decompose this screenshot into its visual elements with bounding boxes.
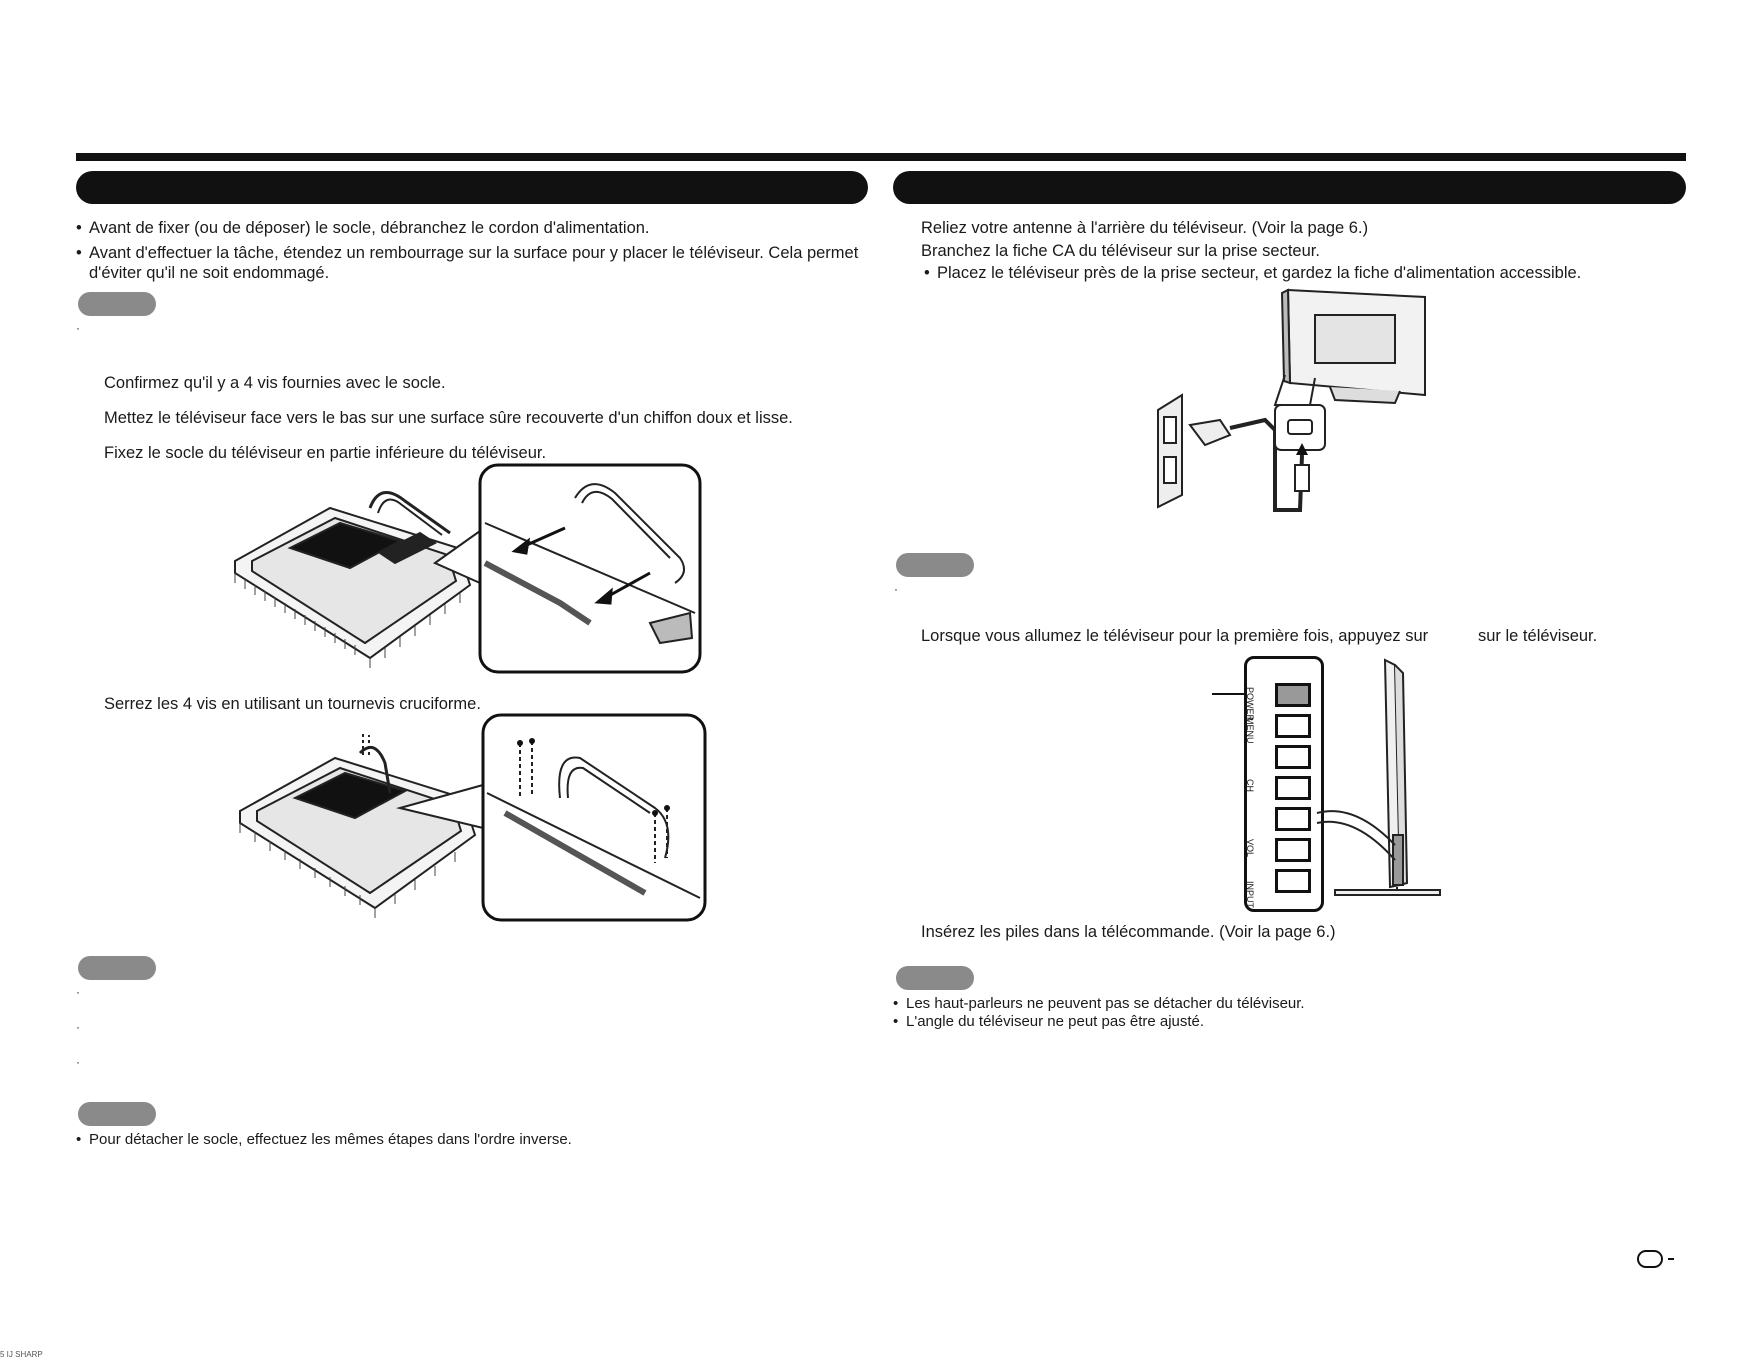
menu-button[interactable] <box>1275 714 1311 738</box>
step-4: Serrez les 4 vis en utilisant un tournev… <box>104 695 481 713</box>
label-power: POWER <box>1245 687 1255 722</box>
note-dot: · <box>76 321 80 335</box>
ch-up-button[interactable] <box>1275 776 1311 800</box>
vol-up-button[interactable] <box>1275 838 1311 862</box>
step-antenna: Reliez votre antenne à l'arrière du télé… <box>921 219 1369 237</box>
power-pointer-line <box>1212 693 1246 695</box>
note-badge-bottom <box>78 1102 156 1126</box>
label-ch: CH <box>1245 779 1255 792</box>
step-batteries: Insérez les piles dans la télécommande. … <box>921 923 1336 941</box>
power-instruction-a: Lorsque vous allumez le téléviseur pour … <box>921 627 1429 645</box>
label-input: INPUT <box>1245 881 1255 908</box>
page-number-dash <box>1668 1258 1674 1260</box>
bullet-outlet: Placez le téléviseur près de la prise se… <box>924 263 1581 284</box>
ch-down-button[interactable] <box>1275 745 1311 769</box>
vol-down-button[interactable] <box>1275 807 1311 831</box>
note-badge-speakers <box>896 966 974 990</box>
power-connection-illustration <box>1157 288 1426 512</box>
caution-badge <box>78 956 156 980</box>
note-detach: Pour détacher le socle, effectuez les mê… <box>76 1129 572 1150</box>
bullet-padding: Avant d'effectuer la tâche, étendez un r… <box>76 243 858 264</box>
page-number-oval <box>1637 1250 1663 1268</box>
step-1: Confirmez qu'il y a 4 vis fournies avec … <box>104 374 446 392</box>
caution-dot-1: · <box>76 985 80 999</box>
note-power-dot: · <box>894 582 898 596</box>
screw-tighten-illustration <box>239 713 707 922</box>
top-rule <box>76 153 1686 161</box>
caution-dot-2: · <box>76 1020 80 1034</box>
power-instruction-b: sur le téléviseur. <box>1478 627 1598 645</box>
note-badge <box>78 292 156 316</box>
step-plug: Branchez la fiche CA du téléviseur sur l… <box>921 242 1320 260</box>
step-2: Mettez le téléviseur face vers le bas su… <box>104 409 793 427</box>
caution-dot-3: · <box>76 1055 80 1069</box>
control-panel: POWER MENU CH VOL INPUT <box>1244 656 1324 912</box>
bullet-padding-cont: d'éviter qu'il ne soit endommagé. <box>89 264 330 282</box>
note-speakers: Les haut-parleurs ne peuvent pas se déta… <box>893 993 1305 1014</box>
tv-side-view-illustration <box>1316 658 1441 896</box>
input-button[interactable] <box>1275 869 1311 893</box>
label-vol: VOL <box>1245 839 1255 858</box>
label-menu: MENU <box>1245 717 1255 744</box>
step-3: Fixez le socle du téléviseur en partie i… <box>104 444 547 462</box>
bullet-unplug: Avant de fixer (ou de déposer) le socle,… <box>76 218 650 239</box>
footer-code: 5 IJ SHARP <box>0 1350 43 1359</box>
right-section-header <box>893 171 1686 204</box>
note-badge-power <box>896 553 974 577</box>
power-button[interactable] <box>1275 683 1311 707</box>
stand-attach-illustration <box>234 463 702 674</box>
note-angle: L'angle du téléviseur ne peut pas être a… <box>893 1011 1204 1032</box>
left-section-header <box>76 171 868 204</box>
